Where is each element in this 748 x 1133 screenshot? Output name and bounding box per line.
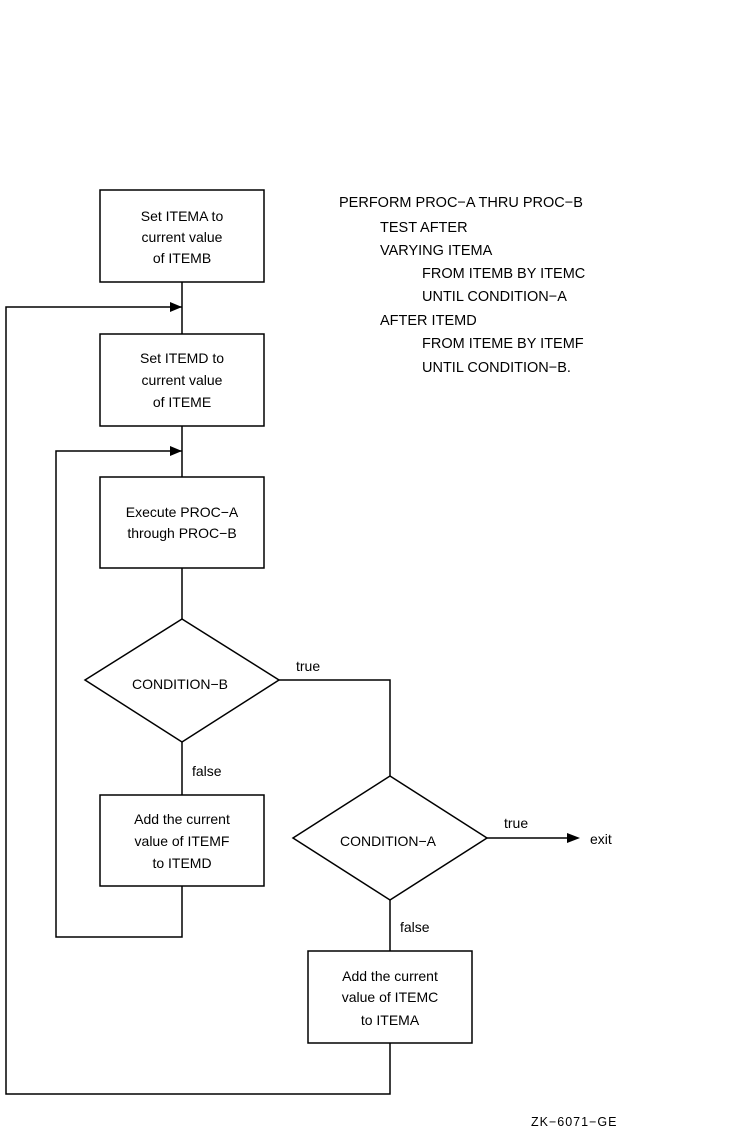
- edge-outer-loop: [5, 306, 391, 1095]
- code-line: FROM ITEME BY ITEMF: [422, 336, 584, 352]
- connectors: [5, 282, 580, 1095]
- box-text-line: Set ITEMD to: [140, 350, 224, 366]
- process-box-set-itema: Set ITEMA to current value of ITEMB: [99, 189, 265, 283]
- code-listing: PERFORM PROC−A THRU PROC−B TEST AFTER VA…: [339, 195, 585, 376]
- box-text-line: to ITEMD: [152, 855, 211, 871]
- decision-label: CONDITION−B: [132, 676, 228, 692]
- process-box-set-itemd: Set ITEMD to current value of ITEME: [99, 333, 265, 427]
- decision-label: CONDITION−A: [340, 833, 437, 849]
- process-box-add-itemc: Add the current value of ITEMC to ITEMA: [307, 950, 473, 1044]
- code-line: AFTER ITEMD: [380, 313, 477, 329]
- arrowhead-outer-loop: [170, 302, 182, 312]
- box-text-line: value of ITEMC: [342, 989, 438, 1005]
- code-line: TEST AFTER: [380, 220, 468, 236]
- box-text-line: of ITEMB: [153, 250, 211, 266]
- arrowhead-inner-loop: [170, 446, 182, 456]
- code-line: PERFORM PROC−A THRU PROC−B: [339, 195, 583, 211]
- box-text-line: Add the current: [134, 811, 230, 827]
- box-text-line: Set ITEMA to: [141, 208, 224, 224]
- edge-label-false: false: [192, 763, 222, 779]
- code-line: FROM ITEMB BY ITEMC: [422, 266, 585, 282]
- box-text-line: value of ITEMF: [135, 833, 230, 849]
- box-text-line: of ITEME: [153, 394, 211, 410]
- edge-label-false: false: [400, 919, 430, 935]
- decision-condition-a: CONDITION−A: [291, 775, 489, 901]
- exit-label: exit: [590, 831, 612, 847]
- box-text-line: Add the current: [342, 968, 438, 984]
- box-text-line: current value: [142, 229, 223, 245]
- figure-id: ZK−6071−GE: [531, 1115, 617, 1129]
- code-line: UNTIL CONDITION−A: [422, 289, 567, 305]
- box-text-line: Execute PROC−A: [126, 504, 239, 520]
- arrowhead-exit: [567, 833, 580, 843]
- process-box-execute: Execute PROC−A through PROC−B: [99, 476, 265, 569]
- decision-condition-b: CONDITION−B: [83, 618, 281, 743]
- code-line: VARYING ITEMA: [380, 243, 493, 259]
- box-text-line: current value: [142, 372, 223, 388]
- edge-condition-b-true: [279, 679, 391, 776]
- code-line: UNTIL CONDITION−B.: [422, 360, 571, 376]
- edge-label-true: true: [504, 815, 528, 831]
- box-text-line: to ITEMA: [361, 1012, 420, 1028]
- edge-label-true: true: [296, 658, 320, 674]
- process-box-add-itemf: Add the current value of ITEMF to ITEMD: [99, 794, 265, 887]
- box-text-line: through PROC−B: [127, 525, 236, 541]
- edge-inner-loop: [55, 450, 183, 938]
